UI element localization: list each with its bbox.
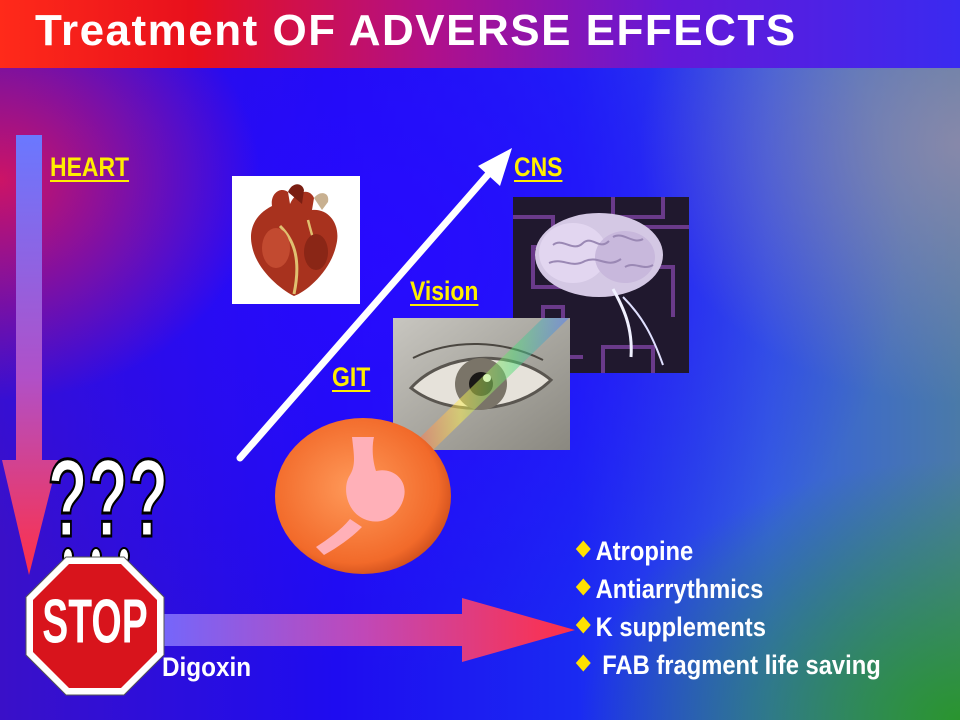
title-part2: OF ADVERSE EFFECTS — [272, 6, 797, 55]
question-marks-text: ??? — [48, 440, 168, 560]
list-item: FAB fragment life saving — [575, 646, 948, 684]
treatment-text: Atropine — [595, 536, 694, 566]
diamond-bullet-icon — [575, 540, 591, 558]
list-item: Antiarrythmics — [575, 570, 912, 608]
stomach-icon — [275, 418, 451, 574]
eye-icon — [393, 318, 570, 450]
diamond-bullet-icon — [575, 578, 591, 596]
digoxin-label: Digoxin — [162, 652, 252, 682]
slide-title: Treatment OF ADVERSE EFFECTS — [35, 6, 797, 56]
cns-label: CNS — [514, 152, 563, 182]
treatment-text: Antiarrythmics — [595, 574, 764, 604]
down-arrow-icon — [2, 135, 58, 575]
git-label: GIT — [332, 362, 371, 392]
right-arrow-icon — [150, 598, 575, 662]
stop-text: STOP — [42, 587, 147, 657]
treatment-list: Atropine Antiarrythmics K supplements FA… — [575, 532, 958, 684]
heart-label: HEART — [50, 152, 130, 182]
vision-label: Vision — [410, 276, 479, 306]
question-marks-icon: ??? — [48, 440, 168, 565]
stop-sign-icon: STOP — [25, 556, 165, 696]
diamond-bullet-icon — [575, 654, 591, 672]
treatment-text: FAB fragment life saving — [595, 650, 881, 680]
diagonal-arrow-icon — [236, 148, 512, 462]
title-bar: Treatment OF ADVERSE EFFECTS — [0, 0, 960, 68]
list-item: Atropine — [575, 532, 912, 570]
heart-icon — [232, 176, 360, 304]
list-item: K supplements — [575, 608, 912, 646]
diamond-bullet-icon — [575, 616, 591, 634]
treatment-text: K supplements — [595, 612, 766, 642]
title-part1: Treatment — [35, 6, 273, 55]
